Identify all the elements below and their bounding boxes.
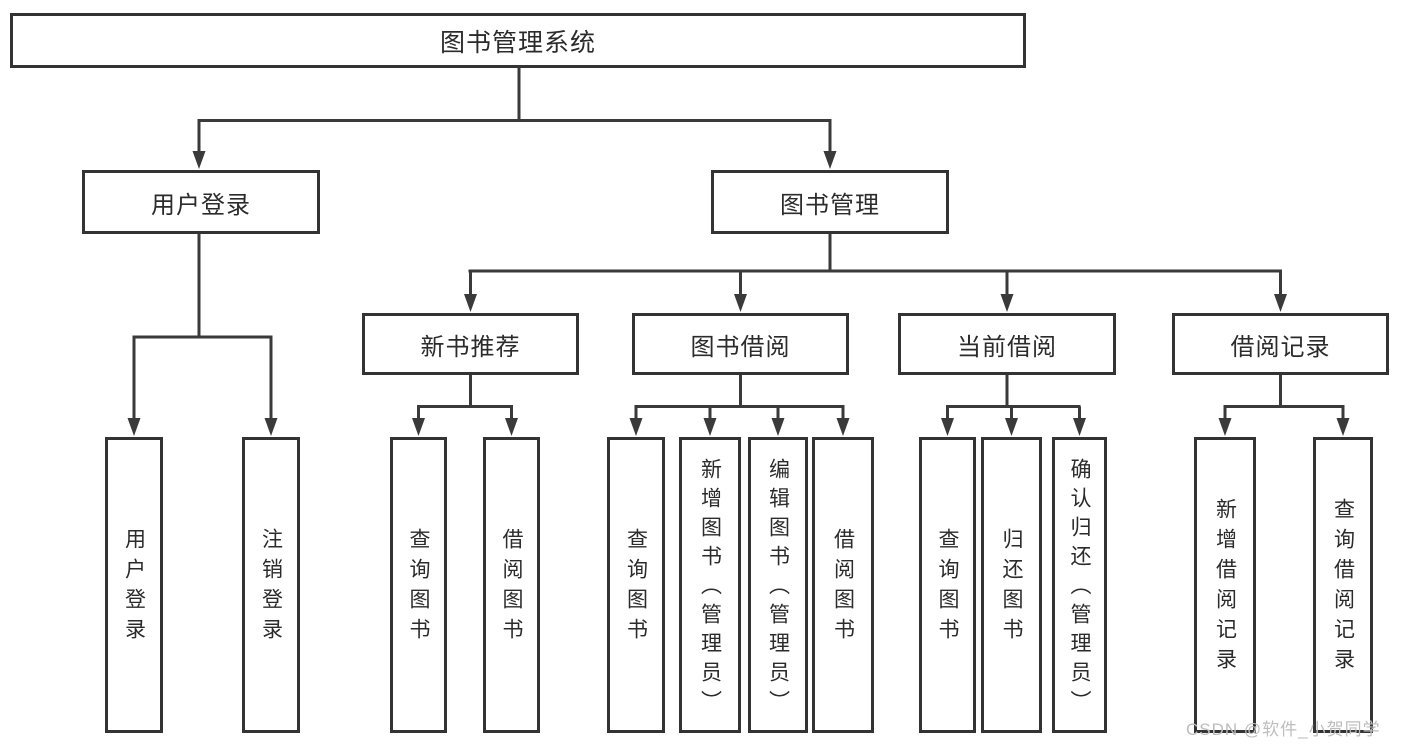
- leaf-logout: 注销登录: [242, 437, 300, 733]
- leaf-label: 借阅图书: [500, 528, 523, 648]
- node-book-borrow: 图书借阅: [632, 313, 849, 375]
- leaf-add-borrow-record: 新增借阅记录: [1194, 437, 1256, 733]
- csdn-watermark: CSDN @软件_小贺同学: [1186, 720, 1381, 739]
- node-borrow-records: 借阅记录: [1172, 313, 1389, 375]
- leaf-query-books-borrow: 查询图书: [607, 437, 665, 733]
- leaf-query-books-recommend: 查询图书: [390, 437, 447, 733]
- leaf-query-borrow-record: 查询借阅记录: [1313, 437, 1373, 733]
- leaf-label: 查询借阅记录: [1331, 498, 1355, 678]
- leaf-label: 新增借阅记录: [1213, 498, 1237, 678]
- node-book-management: 图书管理: [711, 170, 949, 234]
- leaf-label: 查询图书: [624, 528, 648, 648]
- leaf-borrow-books: 借阅图书: [812, 437, 874, 733]
- node-label: 图书借阅: [690, 333, 791, 361]
- leaf-label: 确认归还（管理员）: [1068, 457, 1091, 719]
- leaf-borrow-books-recommend: 借阅图书: [483, 437, 540, 733]
- leaf-user-login: 用户登录: [105, 437, 163, 733]
- leaf-label: 查询图书: [407, 528, 430, 648]
- leaf-label: 查询图书: [936, 528, 959, 648]
- node-new-book-recommend: 新书推荐: [362, 313, 579, 375]
- leaf-label: 新增图书（管理员）: [698, 457, 722, 719]
- leaf-add-book-admin: 新增图书（管理员）: [679, 437, 741, 733]
- leaf-edit-book-admin: 编辑图书（管理员）: [748, 437, 808, 733]
- node-user-login: 用户登录: [82, 170, 320, 234]
- node-root-system: 图书管理系统: [10, 13, 1026, 68]
- node-current-borrow: 当前借阅: [898, 313, 1116, 375]
- node-label: 图书管理: [780, 191, 880, 219]
- node-label: 图书管理系统: [439, 28, 596, 57]
- node-label: 当前借阅: [957, 333, 1057, 361]
- node-label: 新书推荐: [420, 333, 521, 361]
- node-label: 用户登录: [151, 191, 251, 219]
- leaf-label: 编辑图书（管理员）: [766, 457, 790, 719]
- leaf-label: 用户登录: [122, 528, 146, 648]
- leaf-label: 借阅图书: [831, 528, 855, 648]
- leaf-label: 注销登录: [259, 528, 283, 648]
- leaf-confirm-return-admin: 确认归还（管理员）: [1052, 437, 1107, 733]
- connector-wires: [132, 68, 1345, 421]
- node-label: 借阅记录: [1230, 333, 1331, 361]
- leaf-query-books-current: 查询图书: [919, 437, 976, 733]
- leaf-label: 归还图书: [1000, 528, 1023, 648]
- leaf-return-book: 归还图书: [981, 437, 1042, 733]
